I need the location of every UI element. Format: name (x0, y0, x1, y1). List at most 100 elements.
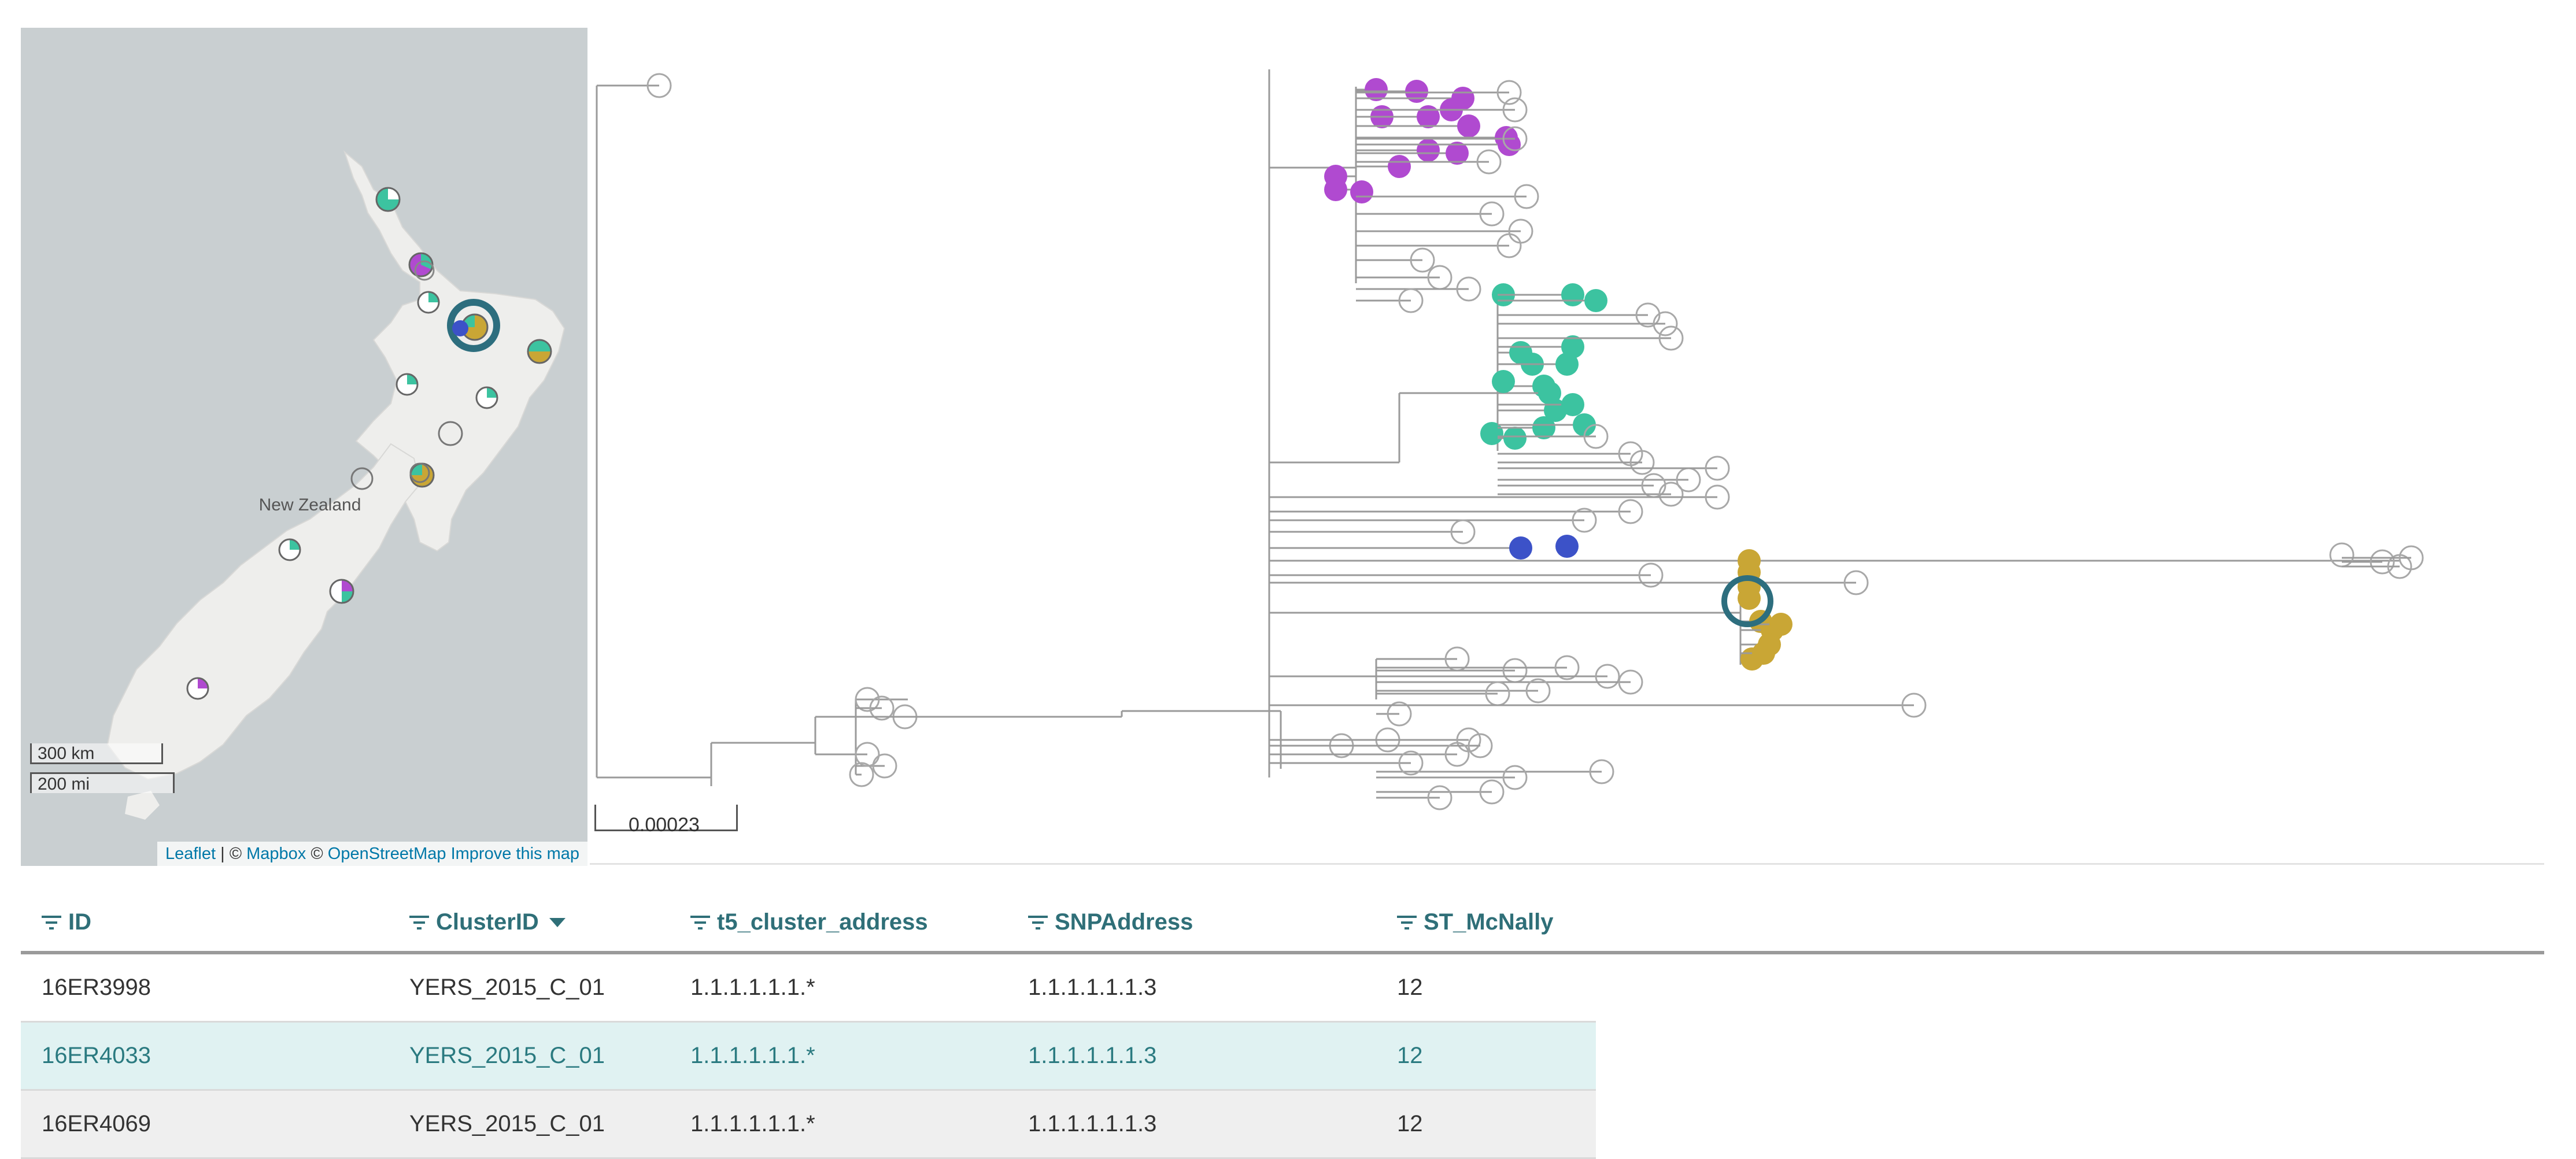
tree-tip[interactable] (1705, 484, 1730, 510)
tree-tip[interactable] (1653, 311, 1678, 336)
tree-tip[interactable] (1629, 450, 1655, 475)
column-header-t5-cluster-address[interactable]: t5_cluster_address (690, 909, 928, 935)
tree-tip-gold[interactable] (1738, 587, 1761, 610)
mapbox-link[interactable]: Mapbox (246, 845, 306, 863)
filter-icon[interactable] (42, 914, 61, 931)
tree-tip[interactable] (1450, 519, 1476, 545)
table-row[interactable]: 16ER4069 YERS_2015_C_01 1.1.1.1.1.1.* 1.… (21, 1091, 1596, 1159)
tree-tip-teal[interactable] (1555, 353, 1579, 376)
filter-icon[interactable] (1028, 914, 1048, 931)
tree-tip-purple[interactable] (1388, 155, 1411, 178)
tree-tip[interactable] (1554, 655, 1580, 680)
tree-tip[interactable] (1496, 80, 1522, 105)
leaflet-link[interactable]: Leaflet (165, 845, 216, 863)
tree-tip[interactable] (1479, 201, 1505, 227)
location-marker-nelson[interactable] (350, 467, 374, 490)
tree-tip-teal[interactable] (1492, 370, 1515, 393)
location-marker-otago[interactable] (186, 677, 209, 700)
location-marker-canterbury[interactable] (329, 579, 354, 604)
tree-tip[interactable] (1427, 785, 1453, 810)
tree-tip-purple[interactable] (1498, 133, 1521, 156)
tree-tip-teal[interactable] (1561, 283, 1584, 306)
tree-tip[interactable] (855, 687, 880, 712)
tree-tip[interactable] (1525, 678, 1551, 703)
improve-map-link[interactable]: Improve this map (450, 845, 579, 863)
sort-descending-icon[interactable] (549, 917, 566, 927)
tree-tip[interactable] (1514, 184, 1539, 209)
tree-tip[interactable] (1502, 126, 1528, 151)
location-marker-manawatu[interactable] (438, 421, 463, 446)
tree-tip[interactable] (1410, 247, 1435, 273)
tree-tip-blue[interactable] (1509, 536, 1532, 560)
tree-tip-gold[interactable] (1769, 613, 1793, 636)
tree-tip[interactable] (1479, 779, 1505, 805)
tree-tip[interactable] (1589, 759, 1614, 784)
location-marker-west-coast[interactable] (278, 538, 301, 561)
tree-tip[interactable] (1496, 233, 1522, 258)
map-markers[interactable] (186, 187, 552, 700)
location-marker-hawkes-bay[interactable] (475, 386, 498, 409)
filter-icon[interactable] (409, 914, 429, 931)
column-header-snpaddress[interactable]: SNPAddress (1028, 909, 1193, 935)
tree-tip[interactable] (1572, 508, 1597, 533)
selected-tip-highlight[interactable] (1721, 575, 1773, 627)
tree-tip[interactable] (1843, 570, 1869, 595)
location-marker-waikato[interactable] (417, 291, 440, 314)
tree-tip[interactable] (1901, 693, 1927, 718)
tree-tip[interactable] (1502, 97, 1528, 123)
tree-tip[interactable] (1635, 302, 1661, 328)
map-canvas[interactable]: New Zealand (21, 28, 587, 866)
tree-tip[interactable] (2398, 545, 2424, 571)
tree-tip-purple[interactable] (1324, 178, 1347, 201)
tree-tip-purple[interactable] (1417, 105, 1440, 128)
map-panel[interactable]: New Zealand (21, 28, 587, 866)
tree-tip[interactable] (1638, 562, 1664, 588)
tree-tip[interactable] (1476, 149, 1502, 175)
tree-tip[interactable] (1618, 669, 1643, 695)
location-marker-wellington[interactable] (409, 462, 435, 488)
tree-tip-blue[interactable] (1555, 535, 1579, 558)
tree-tip[interactable] (1456, 276, 1481, 302)
tree-tip[interactable] (1444, 742, 1470, 767)
tree-tip[interactable] (1658, 482, 1684, 507)
tree-tip[interactable] (1595, 664, 1620, 689)
tree-tip-teal[interactable] (1573, 413, 1596, 436)
location-marker-taranaki[interactable] (396, 373, 419, 396)
tree-tip[interactable] (2370, 549, 2395, 575)
tree-tip-purple[interactable] (1350, 180, 1373, 203)
tree-tip-teal[interactable] (1584, 289, 1607, 312)
filter-icon[interactable] (1397, 914, 1417, 931)
column-header-id[interactable]: ID (42, 909, 91, 935)
tree-tip[interactable] (646, 73, 672, 98)
table-row[interactable]: 16ER3998 YERS_2015_C_01 1.1.1.1.1.1.* 1.… (21, 954, 1596, 1023)
tree-tip[interactable] (1398, 288, 1424, 313)
tree-tip-teal[interactable] (1503, 427, 1527, 450)
filter-icon[interactable] (690, 914, 710, 931)
location-marker-auckland[interactable] (408, 252, 435, 281)
tree-tip[interactable] (1705, 456, 1730, 481)
column-header-st-mcnally[interactable]: ST_McNally (1397, 909, 1554, 935)
tree-tip[interactable] (1502, 765, 1528, 790)
tree-tip[interactable] (2329, 542, 2355, 568)
tree-tip[interactable] (849, 762, 874, 787)
tree-tip-purple[interactable] (1457, 114, 1480, 138)
column-header-clusterid[interactable]: ClusterID (409, 909, 566, 935)
tree-tip-purple[interactable] (1405, 80, 1428, 103)
tree-tip-gold[interactable] (1752, 642, 1775, 665)
tree-tip[interactable] (1618, 499, 1643, 524)
tree-tip-teal[interactable] (1561, 393, 1584, 416)
tree-tip-purple[interactable] (1417, 139, 1440, 162)
tree-tip-purple[interactable] (1365, 78, 1388, 101)
tree-tip[interactable] (1583, 424, 1609, 449)
location-marker-gisborne[interactable] (527, 339, 552, 364)
tree-tip[interactable] (869, 695, 895, 721)
table-row-selected[interactable]: 16ER4033 YERS_2015_C_01 1.1.1.1.1.1.* 1.… (21, 1023, 1596, 1091)
tree-tip[interactable] (1658, 325, 1684, 351)
tree-tip[interactable] (855, 742, 880, 767)
tree-tip[interactable] (872, 753, 897, 779)
tree-tip-purple[interactable] (1446, 142, 1469, 165)
openstreetmap-link[interactable]: OpenStreetMap (327, 845, 446, 863)
location-marker-northland[interactable] (375, 187, 401, 212)
tree-tip-teal[interactable] (1532, 416, 1555, 439)
tree-tip[interactable] (1398, 750, 1424, 776)
